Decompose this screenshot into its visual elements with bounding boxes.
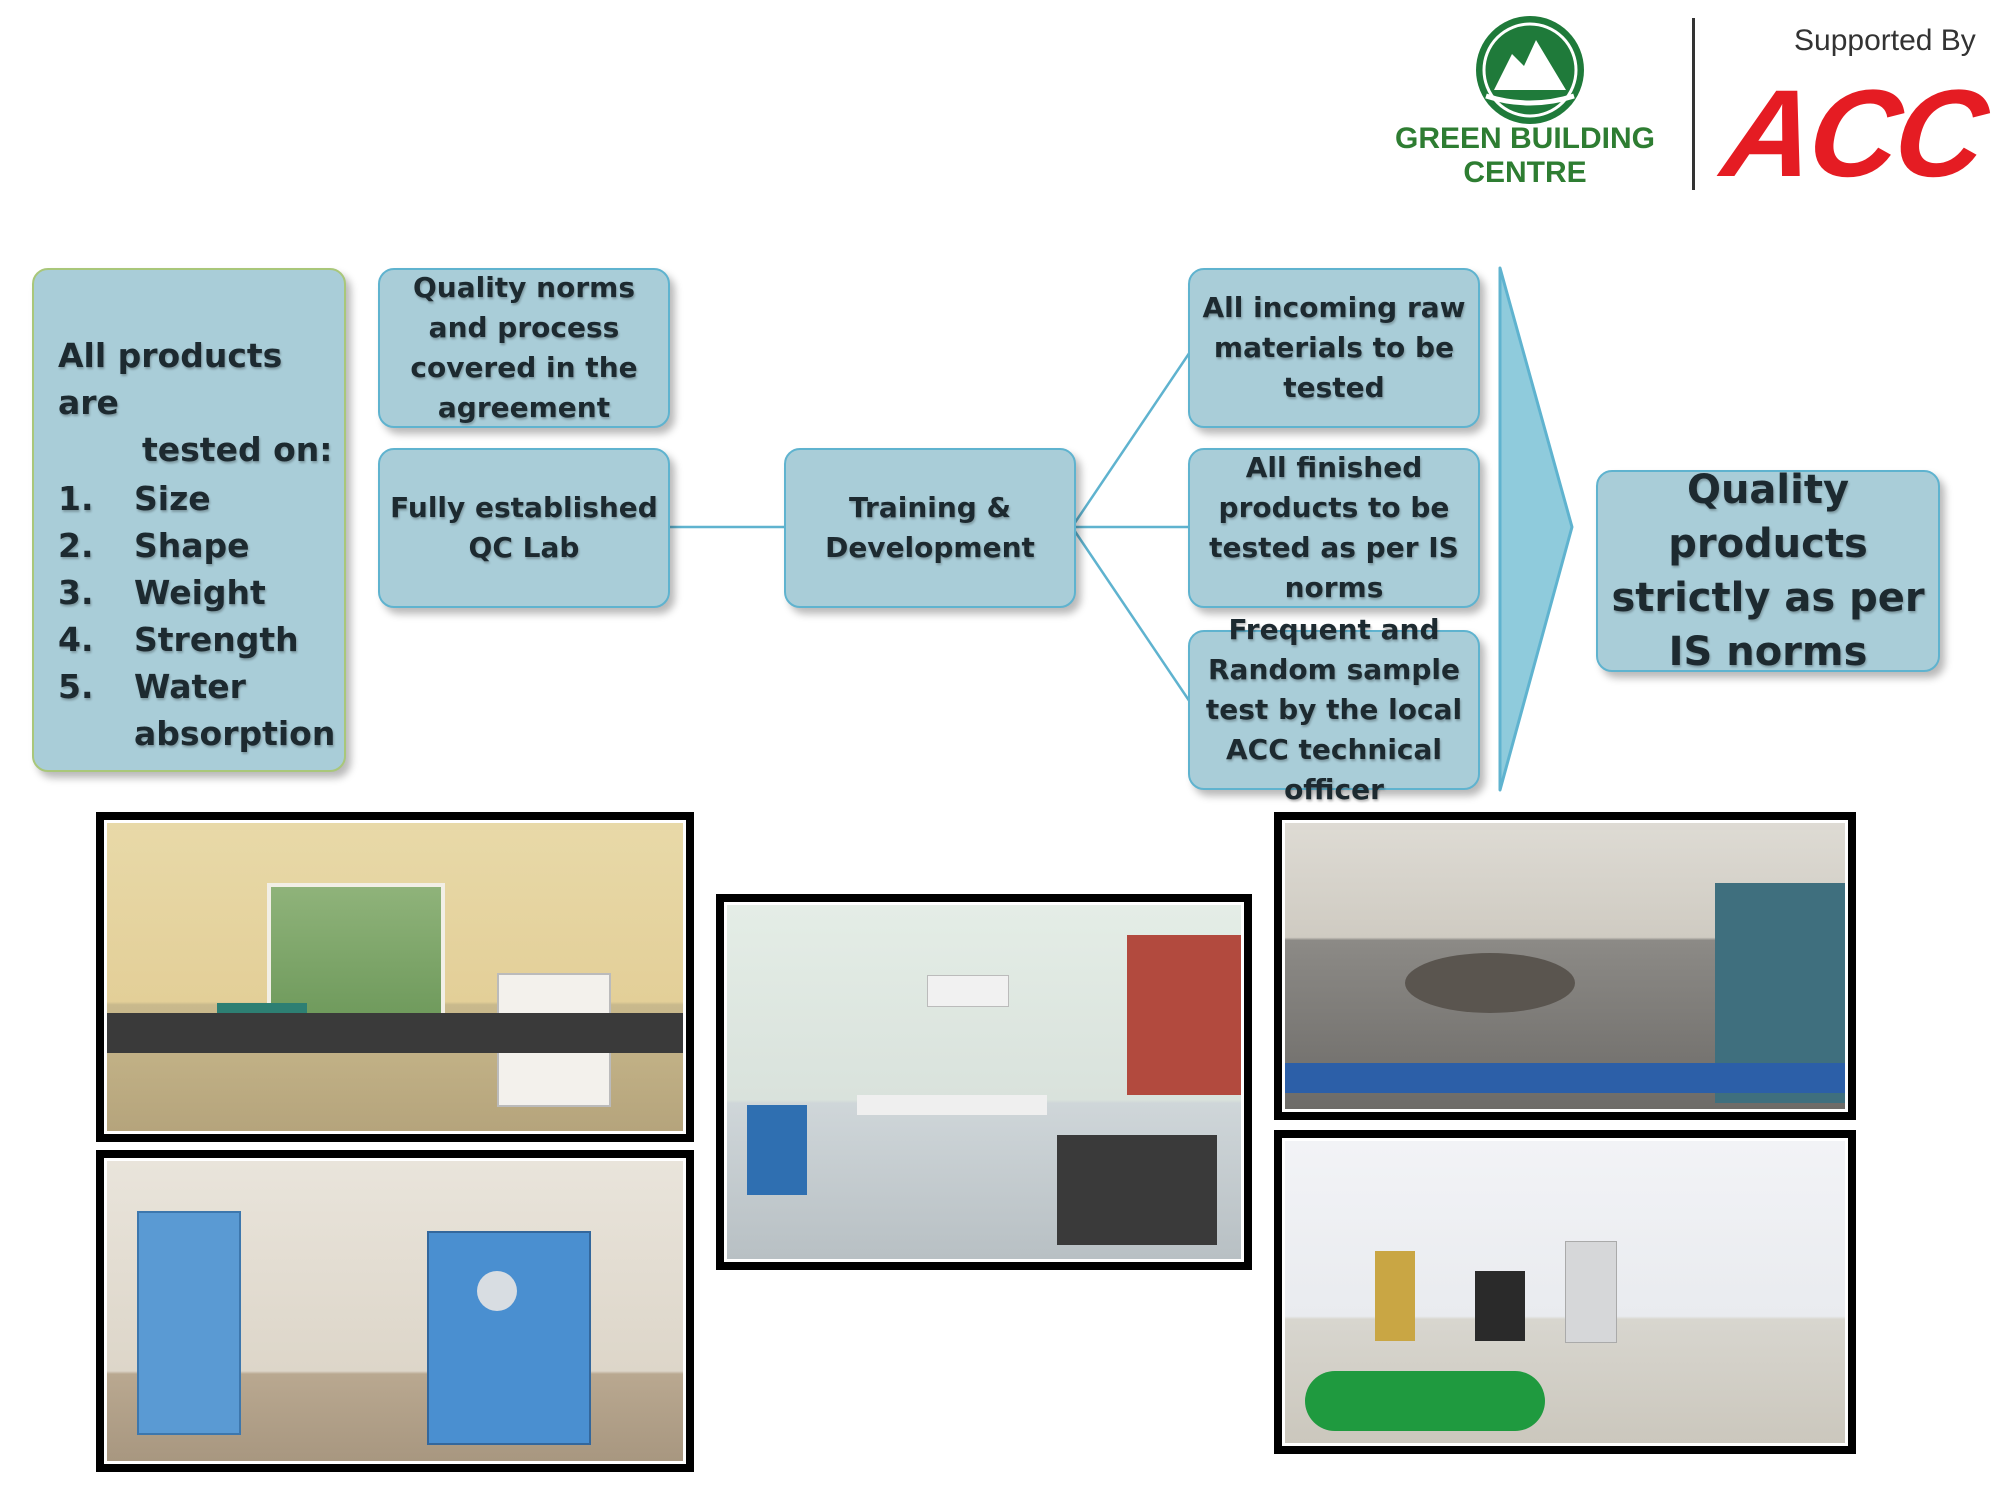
text-line: IS norms [1668, 629, 1868, 675]
training-development-box: Training & Development [784, 448, 1076, 608]
list-number: 1. [58, 479, 94, 518]
products-box-title: All products are tested on: [58, 332, 336, 473]
photo-lab-bench [96, 812, 694, 1142]
text-line: Training & [849, 491, 1011, 524]
raw-materials-box: All incoming raw materials to be tested [1188, 268, 1480, 428]
green-building-centre-logo [1476, 16, 1584, 124]
text-line: tested [1283, 371, 1385, 404]
text-line: norms [1284, 571, 1384, 604]
photo-equipment-shelf [1274, 1130, 1856, 1454]
list-label: Water absorption [134, 667, 336, 753]
list-label: Weight [134, 573, 266, 612]
text-line: and process [428, 311, 620, 344]
list-item: 2. Shape [58, 522, 336, 569]
text-line: products [1668, 521, 1868, 567]
qc-lab-box: Fully established QC Lab [378, 448, 670, 608]
list-number: 5. [58, 667, 94, 706]
text-line: QC Lab [468, 531, 580, 564]
supported-by-label: Supported By [1794, 24, 1976, 57]
list-item: 4. Strength [58, 616, 336, 663]
quality-products-box: Quality products strictly as per IS norm… [1596, 467, 1940, 675]
list-item: 3. Weight [58, 569, 336, 616]
gbc-logo-text: GREEN BUILDING CENTRE [1390, 122, 1660, 190]
text-line: All incoming raw [1202, 291, 1466, 324]
list-label: Strength [134, 620, 299, 659]
list-label: Size [134, 479, 211, 518]
products-tested-box: All products are tested on: 1. Size 2. Sha… [32, 268, 346, 772]
products-title-line-2: tested on: [142, 430, 333, 469]
text-line: Quality [1686, 467, 1850, 513]
photo-testing-machines [96, 1150, 694, 1472]
gbc-line-1: GREEN BUILDING [1394, 122, 1655, 155]
text-line: Fully established [390, 491, 658, 524]
text-line: All finished [1245, 451, 1423, 484]
photo-lab-room [716, 894, 1252, 1270]
text-line: Development [825, 531, 1035, 564]
text-line: Random sample [1208, 653, 1460, 686]
text-line: covered in the [410, 351, 638, 384]
text-line: test by the local [1205, 693, 1463, 726]
test-criteria-list: 1. Size 2. Shape 3. Weight 4. Strength 5. Wat… [58, 475, 336, 757]
photo-mortar-work [1274, 812, 1856, 1120]
list-number: 4. [58, 620, 94, 659]
products-title-line-1: All products are [58, 336, 283, 422]
text-line: ACC technical [1225, 733, 1443, 766]
list-item: 5. Water absorption [58, 663, 336, 757]
finished-products-box: All finished products to be tested as pe… [1188, 448, 1480, 608]
text-line: officer [1284, 773, 1384, 806]
text-line: materials to be [1213, 331, 1455, 364]
random-sample-box: Frequent and Random sample test by the l… [1188, 613, 1480, 806]
text-line: strictly as per [1611, 575, 1925, 621]
connector-training-sample [1070, 526, 1192, 703]
logo-divider [1692, 18, 1695, 190]
gbc-line-2: CENTRE [1463, 156, 1587, 189]
text-line: Frequent and [1228, 613, 1440, 646]
chevron-arrow [1498, 266, 1574, 792]
quality-norms-box: Quality norms and process covered in the… [378, 268, 670, 428]
list-number: 2. [58, 526, 94, 565]
list-item: 1. Size [58, 475, 336, 522]
text-line: tested as per IS [1209, 531, 1459, 564]
text-line: Quality norms [412, 271, 635, 304]
list-number: 3. [58, 573, 94, 612]
text-line: agreement [437, 391, 611, 424]
list-label: Shape [134, 526, 250, 565]
connector-training-raw [1070, 351, 1192, 528]
text-line: products to be [1218, 491, 1450, 524]
